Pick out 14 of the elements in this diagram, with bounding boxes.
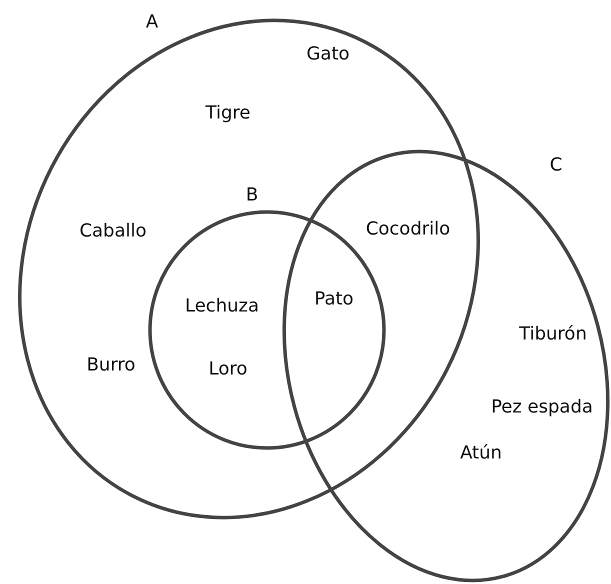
element-label: Cocodrilo	[366, 218, 450, 240]
element-label: Gato	[306, 44, 350, 64]
element-label: Pato	[314, 288, 354, 310]
element-label: Caballo	[79, 220, 147, 242]
element-label: Lechuza	[185, 296, 259, 316]
element-label: Pez espada	[491, 396, 593, 418]
element-label: Tiburón	[519, 324, 587, 344]
element-label: Atún	[460, 442, 502, 464]
element-label: Tigre	[206, 102, 250, 124]
set-label: A	[146, 12, 158, 32]
element-label: Loro	[208, 358, 248, 380]
element-label: Burro	[86, 354, 136, 376]
set-label: B	[246, 184, 258, 206]
set-label: C	[550, 154, 562, 176]
